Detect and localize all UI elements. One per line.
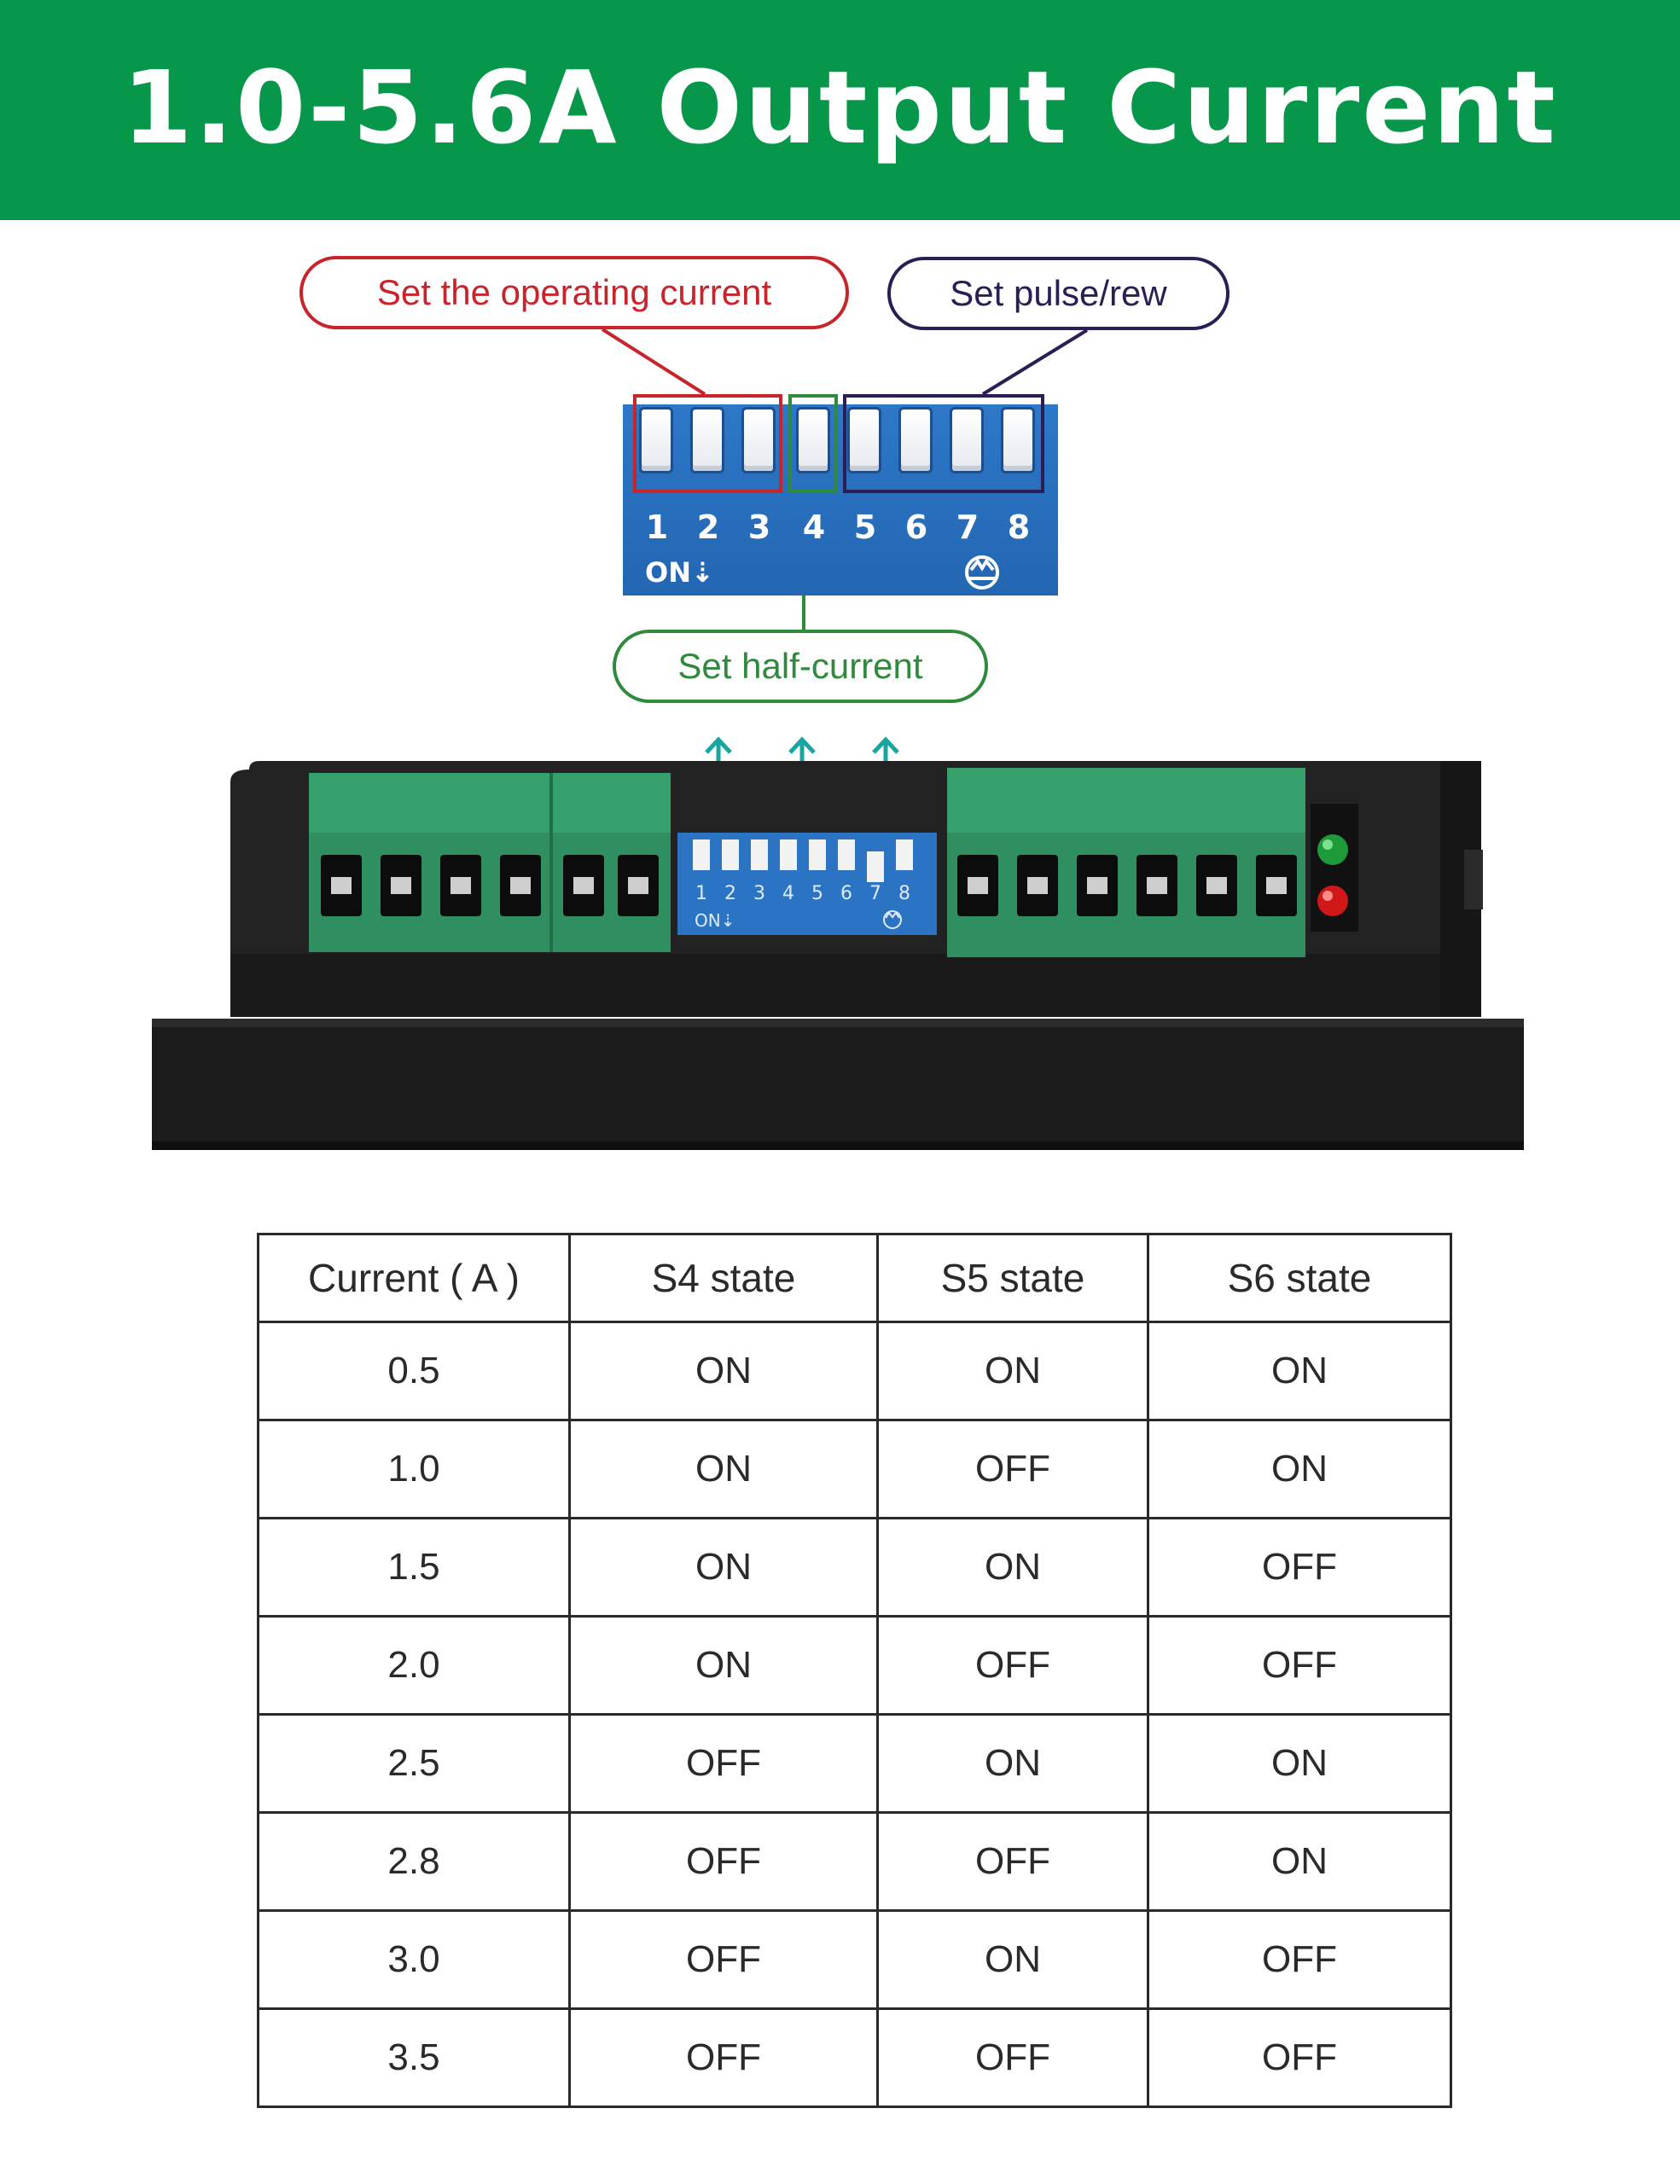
cell-current: 2.8	[257, 1811, 571, 1912]
cell-current: 3.5	[257, 2007, 571, 2108]
cell-s5: ON	[876, 1909, 1149, 2010]
driver-dip-number-1: 1	[695, 883, 707, 904]
cell-current: 2.0	[257, 1615, 571, 1716]
table-row: 3.5 OFF OFF OFF	[257, 2007, 1452, 2108]
callout-pulse: Set pulse/rew	[887, 257, 1229, 330]
cell-current: 0.5	[257, 1321, 571, 1421]
driver-dip-number-6: 6	[840, 883, 852, 904]
table-row: 2.5 OFF ON ON	[257, 1713, 1452, 1814]
cell-current: 1.5	[257, 1517, 571, 1618]
cell-s4: ON	[568, 1615, 879, 1716]
driver-base-plate	[152, 1019, 1524, 1150]
dip-number-5: 5	[853, 508, 877, 546]
terminal-block-left	[309, 773, 671, 952]
table-header-row: Current ( A ) S4 state S5 state S6 state	[257, 1233, 1452, 1323]
dip-number-2: 2	[696, 508, 720, 546]
cell-s6: ON	[1147, 1321, 1452, 1421]
cell-s4: OFF	[568, 1713, 879, 1814]
dip-switch-5	[850, 410, 879, 471]
dip-brand-logo-icon	[965, 555, 999, 590]
cell-current: 3.0	[257, 1909, 571, 2010]
cell-s6: ON	[1147, 1811, 1452, 1912]
banner-title: 1.0-5.6A Output Current	[122, 49, 1558, 166]
driver-dip-on-label: ON⇣	[695, 910, 735, 931]
cell-s5: ON	[876, 1321, 1149, 1421]
driver-dip-number-7: 7	[869, 883, 881, 904]
cell-s5: ON	[876, 1713, 1149, 1814]
dip-on-label: ON⇣	[645, 556, 714, 589]
dip-switch-3	[744, 410, 773, 471]
dip-switch-7	[952, 410, 981, 471]
dip-number-4: 4	[802, 508, 826, 546]
pulse-connector-line	[981, 328, 1089, 396]
header-s5-state: S5 state	[876, 1233, 1149, 1323]
driver-dip-number-8: 8	[898, 883, 910, 904]
callout-pulse-text: Set pulse/rew	[950, 273, 1167, 313]
header-s6-state: S6 state	[1147, 1233, 1452, 1323]
cell-s4: OFF	[568, 1811, 879, 1912]
dip-number-7: 7	[956, 508, 980, 546]
cell-s5: OFF	[876, 2007, 1149, 2108]
callout-operating-current: Set the operating current	[299, 256, 849, 329]
header-s4-state: S4 state	[568, 1233, 879, 1323]
callout-half-current-text: Set half-current	[677, 646, 923, 686]
dip-switch-6	[901, 410, 930, 471]
cell-s5: OFF	[876, 1811, 1149, 1912]
cell-s4: ON	[568, 1517, 879, 1618]
cell-s6: OFF	[1147, 1517, 1452, 1618]
cell-s6: OFF	[1147, 2007, 1452, 2108]
alarm-led-red	[1317, 886, 1348, 916]
callout-half-current: Set half-current	[613, 630, 988, 703]
driver-dip-number-2: 2	[724, 883, 736, 904]
cell-s4: ON	[568, 1321, 879, 1421]
callout-operating-current-text: Set the operating current	[376, 272, 772, 312]
cell-current: 2.5	[257, 1713, 571, 1814]
table-row: 2.0 ON OFF OFF	[257, 1615, 1452, 1716]
driver-dip-number-3: 3	[753, 883, 765, 904]
dip-switch-8	[1003, 410, 1032, 471]
dip-switch-1	[642, 410, 671, 471]
cell-s6: ON	[1147, 1419, 1452, 1519]
pulse-frame	[843, 394, 1044, 493]
cell-s6: OFF	[1147, 1615, 1452, 1716]
title-banner: 1.0-5.6A Output Current	[0, 0, 1680, 220]
table-row: 3.0 OFF ON OFF	[257, 1909, 1452, 2010]
cell-current: 1.0	[257, 1419, 571, 1519]
current-table-wrapper: Current ( A ) S4 state S5 state S6 state…	[257, 1233, 1452, 2108]
power-led-green	[1317, 834, 1348, 865]
driver-dip-logo-icon	[883, 910, 902, 929]
dip-number-1: 1	[645, 508, 669, 546]
dip-switch-2	[693, 410, 722, 471]
driver-dip-switch	[677, 833, 937, 935]
dip-switch-zoom: 1 2 3 4 5 6 7 8 ON⇣	[623, 404, 1058, 595]
dip-number-3: 3	[747, 508, 771, 546]
header-current: Current ( A )	[257, 1233, 571, 1323]
dip-number-6: 6	[904, 508, 928, 546]
table-row: 1.0 ON OFF ON	[257, 1419, 1452, 1519]
half-current-frame	[788, 394, 838, 493]
cell-s5: OFF	[876, 1615, 1149, 1716]
dip-number-8: 8	[1007, 508, 1031, 546]
cell-s6: ON	[1147, 1713, 1452, 1814]
current-connector-line	[601, 328, 706, 396]
current-table: Current ( A ) S4 state S5 state S6 state…	[257, 1233, 1452, 2108]
cell-s6: OFF	[1147, 1909, 1452, 2010]
driver-dip-number-4: 4	[782, 883, 794, 904]
table-row: 0.5 ON ON ON	[257, 1321, 1452, 1421]
cell-s4: OFF	[568, 2007, 879, 2108]
stepper-driver-image: 1 2 3 4 5 6 7 8 ON⇣	[152, 761, 1524, 1150]
table-row: 1.5 ON ON OFF	[257, 1517, 1452, 1618]
cell-s5: OFF	[876, 1419, 1149, 1519]
cell-s4: OFF	[568, 1909, 879, 2010]
operating-current-frame	[633, 394, 782, 493]
dip-switch-4	[799, 410, 828, 471]
table-row: 2.8 OFF OFF ON	[257, 1811, 1452, 1912]
terminal-block-right	[947, 768, 1305, 957]
cell-s4: ON	[568, 1419, 879, 1519]
cell-s5: ON	[876, 1517, 1149, 1618]
driver-dip-number-5: 5	[811, 883, 823, 904]
